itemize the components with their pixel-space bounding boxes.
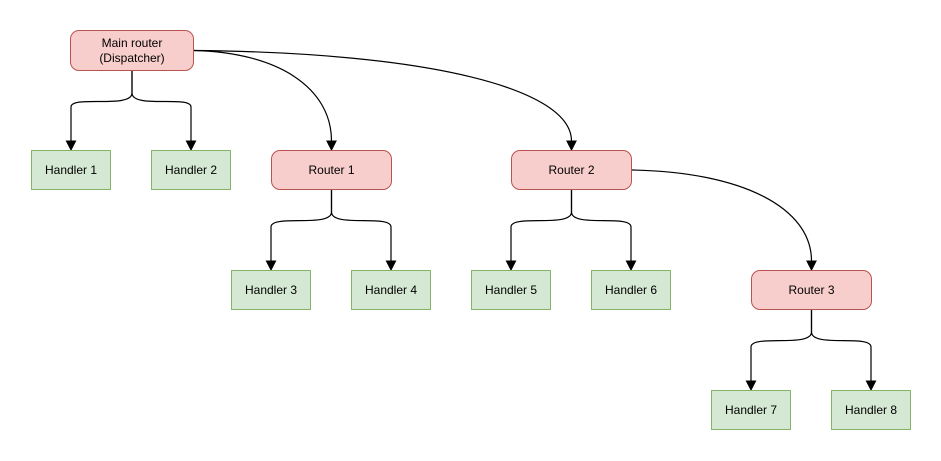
arrowhead-router-2-to-handler-5 <box>505 260 517 272</box>
edge-main-router-to-handler-2 <box>131 70 192 142</box>
arrowhead-router-1-to-handler-3 <box>265 260 277 272</box>
edge-main-router-to-handler-1 <box>70 70 133 142</box>
node-handler-6[interactable]: Handler 6 <box>591 270 671 310</box>
node-main-router[interactable]: Main router (Dispatcher) <box>70 30 194 71</box>
node-handler-7[interactable]: Handler 7 <box>711 390 791 430</box>
node-handler-8[interactable]: Handler 8 <box>831 390 911 430</box>
node-handler-2[interactable]: Handler 2 <box>151 150 231 190</box>
node-handler-1[interactable]: Handler 1 <box>31 150 111 190</box>
node-router-1[interactable]: Router 1 <box>271 150 392 190</box>
node-handler-5[interactable]: Handler 5 <box>471 270 551 310</box>
node-handler-4[interactable]: Handler 4 <box>351 270 431 310</box>
arrowhead-router-3-to-handler-7 <box>745 380 757 392</box>
arrowhead-router-3-to-handler-8 <box>865 380 877 392</box>
arrowhead-main-router-to-handler-1 <box>65 140 77 152</box>
edge-main-router-to-router-1 <box>193 49 333 142</box>
arrowhead-router-2-to-handler-6 <box>625 260 637 272</box>
edge-router-2-to-router-3 <box>631 169 813 262</box>
node-handler-3[interactable]: Handler 3 <box>231 270 311 310</box>
node-router-3[interactable]: Router 3 <box>751 270 872 310</box>
edge-router-3-to-handler-7 <box>750 309 813 382</box>
arrowhead-router-2-to-router-3 <box>806 260 817 272</box>
arrowhead-router-1-to-handler-4 <box>385 260 397 272</box>
edge-router-1-to-handler-3 <box>270 189 333 262</box>
edge-router-2-to-handler-5 <box>510 189 573 262</box>
arrowhead-main-router-to-handler-2 <box>185 140 197 152</box>
edge-router-3-to-handler-8 <box>810 309 872 382</box>
arrowhead-main-router-to-router-2 <box>566 140 577 152</box>
arrowhead-main-router-to-router-1 <box>326 140 337 152</box>
node-router-2[interactable]: Router 2 <box>511 150 632 190</box>
edge-router-2-to-handler-6 <box>570 189 632 262</box>
edge-main-router-to-router-2 <box>193 49 573 142</box>
edge-router-1-to-handler-4 <box>330 189 392 262</box>
